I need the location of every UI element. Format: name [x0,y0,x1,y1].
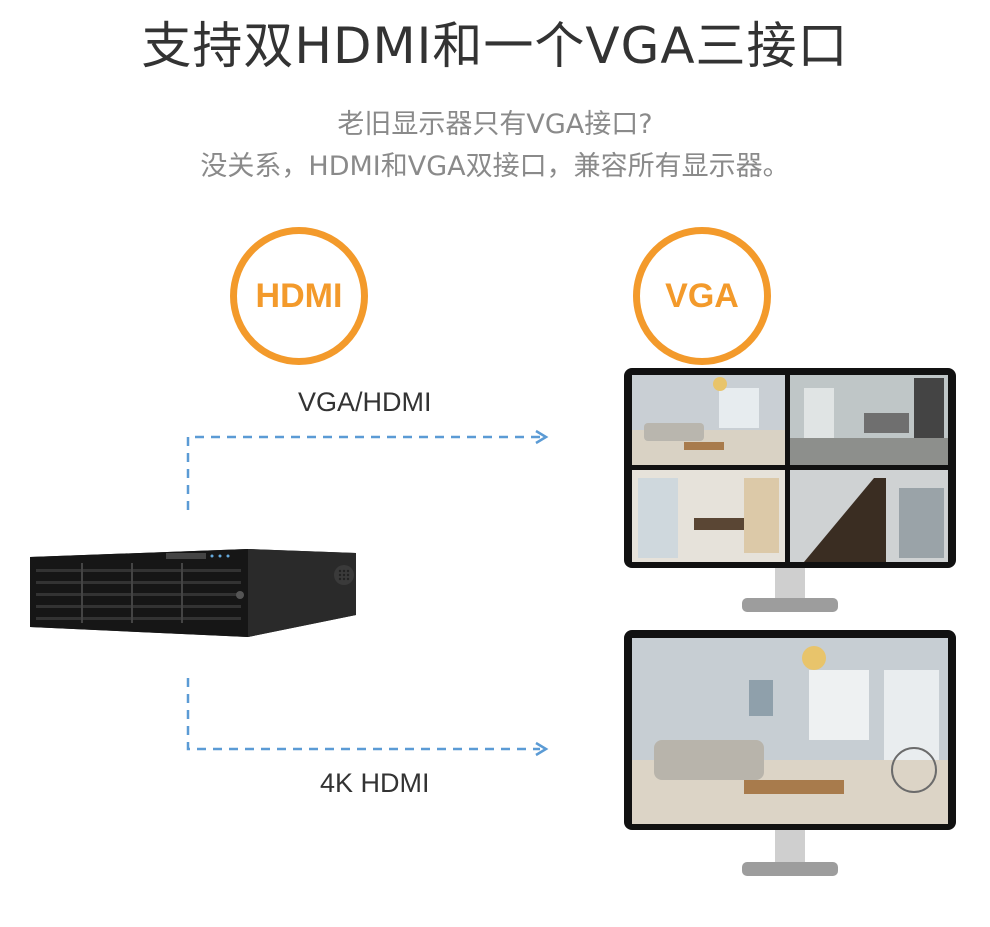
top-connection-label: VGA/HDMI [298,387,432,417]
top-dashed-connector [186,435,540,510]
split-view-2 [790,375,948,465]
bottom-arrowhead-icon [535,741,549,757]
split-view-4 [790,470,948,562]
hdmi-badge-label: HDMI [255,276,343,315]
hdmi-badge: HDMI [230,227,368,365]
top-arrowhead-icon [535,429,549,445]
subtitle-line-2: 没关系，HDMI和VGA双接口，兼容所有显示器。 [200,151,790,182]
split-view-1 [632,375,785,465]
page-title: 支持双HDMI和一个VGA三接口 [141,17,849,75]
split-view-3 [632,470,785,562]
bottom-connection-label: 4K HDMI [320,768,430,798]
vga-badge: VGA [633,227,771,365]
monitor-bottom-image [624,630,956,876]
bottom-dashed-connector [186,678,540,751]
monitor-top-image [624,368,956,612]
subtitle-line-1: 老旧显示器只有VGA接口? [337,109,653,140]
vga-badge-label: VGA [665,276,739,315]
nvr-recorder-image [30,549,356,637]
